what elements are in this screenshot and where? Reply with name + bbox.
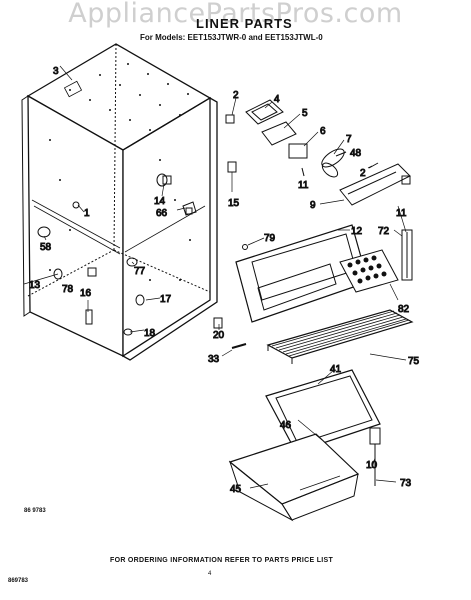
diagram-title: LINER PARTS bbox=[196, 16, 293, 31]
callout-2b: 2 bbox=[360, 168, 366, 179]
callout-2: 2 bbox=[233, 90, 239, 101]
model-numbers: For Models: EET153JTWR-0 and EET153JTWL-… bbox=[140, 33, 323, 42]
callout-16: 16 bbox=[80, 288, 92, 299]
callout-9: 9 bbox=[310, 200, 316, 211]
callout-45: 45 bbox=[230, 484, 242, 495]
callout-11: 11 bbox=[298, 180, 309, 191]
callout-73: 73 bbox=[400, 478, 412, 489]
callout-41: 41 bbox=[330, 364, 342, 375]
callout-18: 18 bbox=[144, 328, 156, 339]
callout-12: 12 bbox=[351, 226, 363, 237]
callout-7: 7 bbox=[346, 134, 352, 145]
callout-78: 78 bbox=[62, 284, 74, 295]
callout-6: 6 bbox=[320, 126, 326, 137]
shelf-support bbox=[401, 229, 413, 281]
wire-shelf bbox=[266, 309, 414, 364]
cord-part bbox=[369, 427, 381, 486]
control-components bbox=[162, 99, 411, 216]
callout-1: 1 bbox=[84, 208, 90, 219]
watermark: AppliancePartsPros.com bbox=[68, 0, 403, 29]
callout-66: 66 bbox=[156, 208, 168, 219]
callout-14: 14 bbox=[154, 196, 166, 207]
callout-17: 17 bbox=[160, 294, 172, 305]
callout-82: 82 bbox=[398, 304, 410, 315]
drawer-pan bbox=[228, 433, 360, 522]
leader-lines bbox=[23, 65, 407, 489]
callout-10: 10 bbox=[366, 460, 378, 471]
liner-cabinet bbox=[21, 43, 218, 361]
callout-58: 58 bbox=[40, 242, 52, 253]
callout-79: 79 bbox=[264, 233, 276, 244]
figure-code: 86 9783 bbox=[24, 508, 46, 514]
callout-46: 46 bbox=[280, 420, 292, 431]
callout-75: 75 bbox=[408, 356, 420, 367]
callout-33: 33 bbox=[208, 354, 220, 365]
page-number: 4 bbox=[208, 571, 212, 577]
callout-5: 5 bbox=[302, 108, 308, 119]
part-33 bbox=[231, 343, 247, 349]
callout-labels: 3 2 4 5 6 7 48 2 11 9 11 1 14 66 15 58 7… bbox=[29, 66, 421, 496]
part-20 bbox=[213, 317, 223, 329]
ordering-note: FOR ORDERING INFORMATION REFER TO PARTS … bbox=[110, 557, 334, 564]
callout-15: 15 bbox=[228, 198, 240, 209]
callout-3: 3 bbox=[53, 66, 59, 77]
callout-20: 20 bbox=[213, 330, 225, 341]
callout-72: 72 bbox=[378, 226, 390, 237]
bottom-code: 869783 bbox=[8, 578, 29, 584]
ice-tray bbox=[339, 249, 399, 293]
callout-11b: 11 bbox=[396, 208, 407, 219]
callout-77: 77 bbox=[134, 266, 146, 277]
callout-13: 13 bbox=[29, 280, 41, 291]
callout-4: 4 bbox=[274, 94, 280, 105]
drawer-cover bbox=[265, 369, 381, 453]
callout-48: 48 bbox=[350, 148, 362, 159]
